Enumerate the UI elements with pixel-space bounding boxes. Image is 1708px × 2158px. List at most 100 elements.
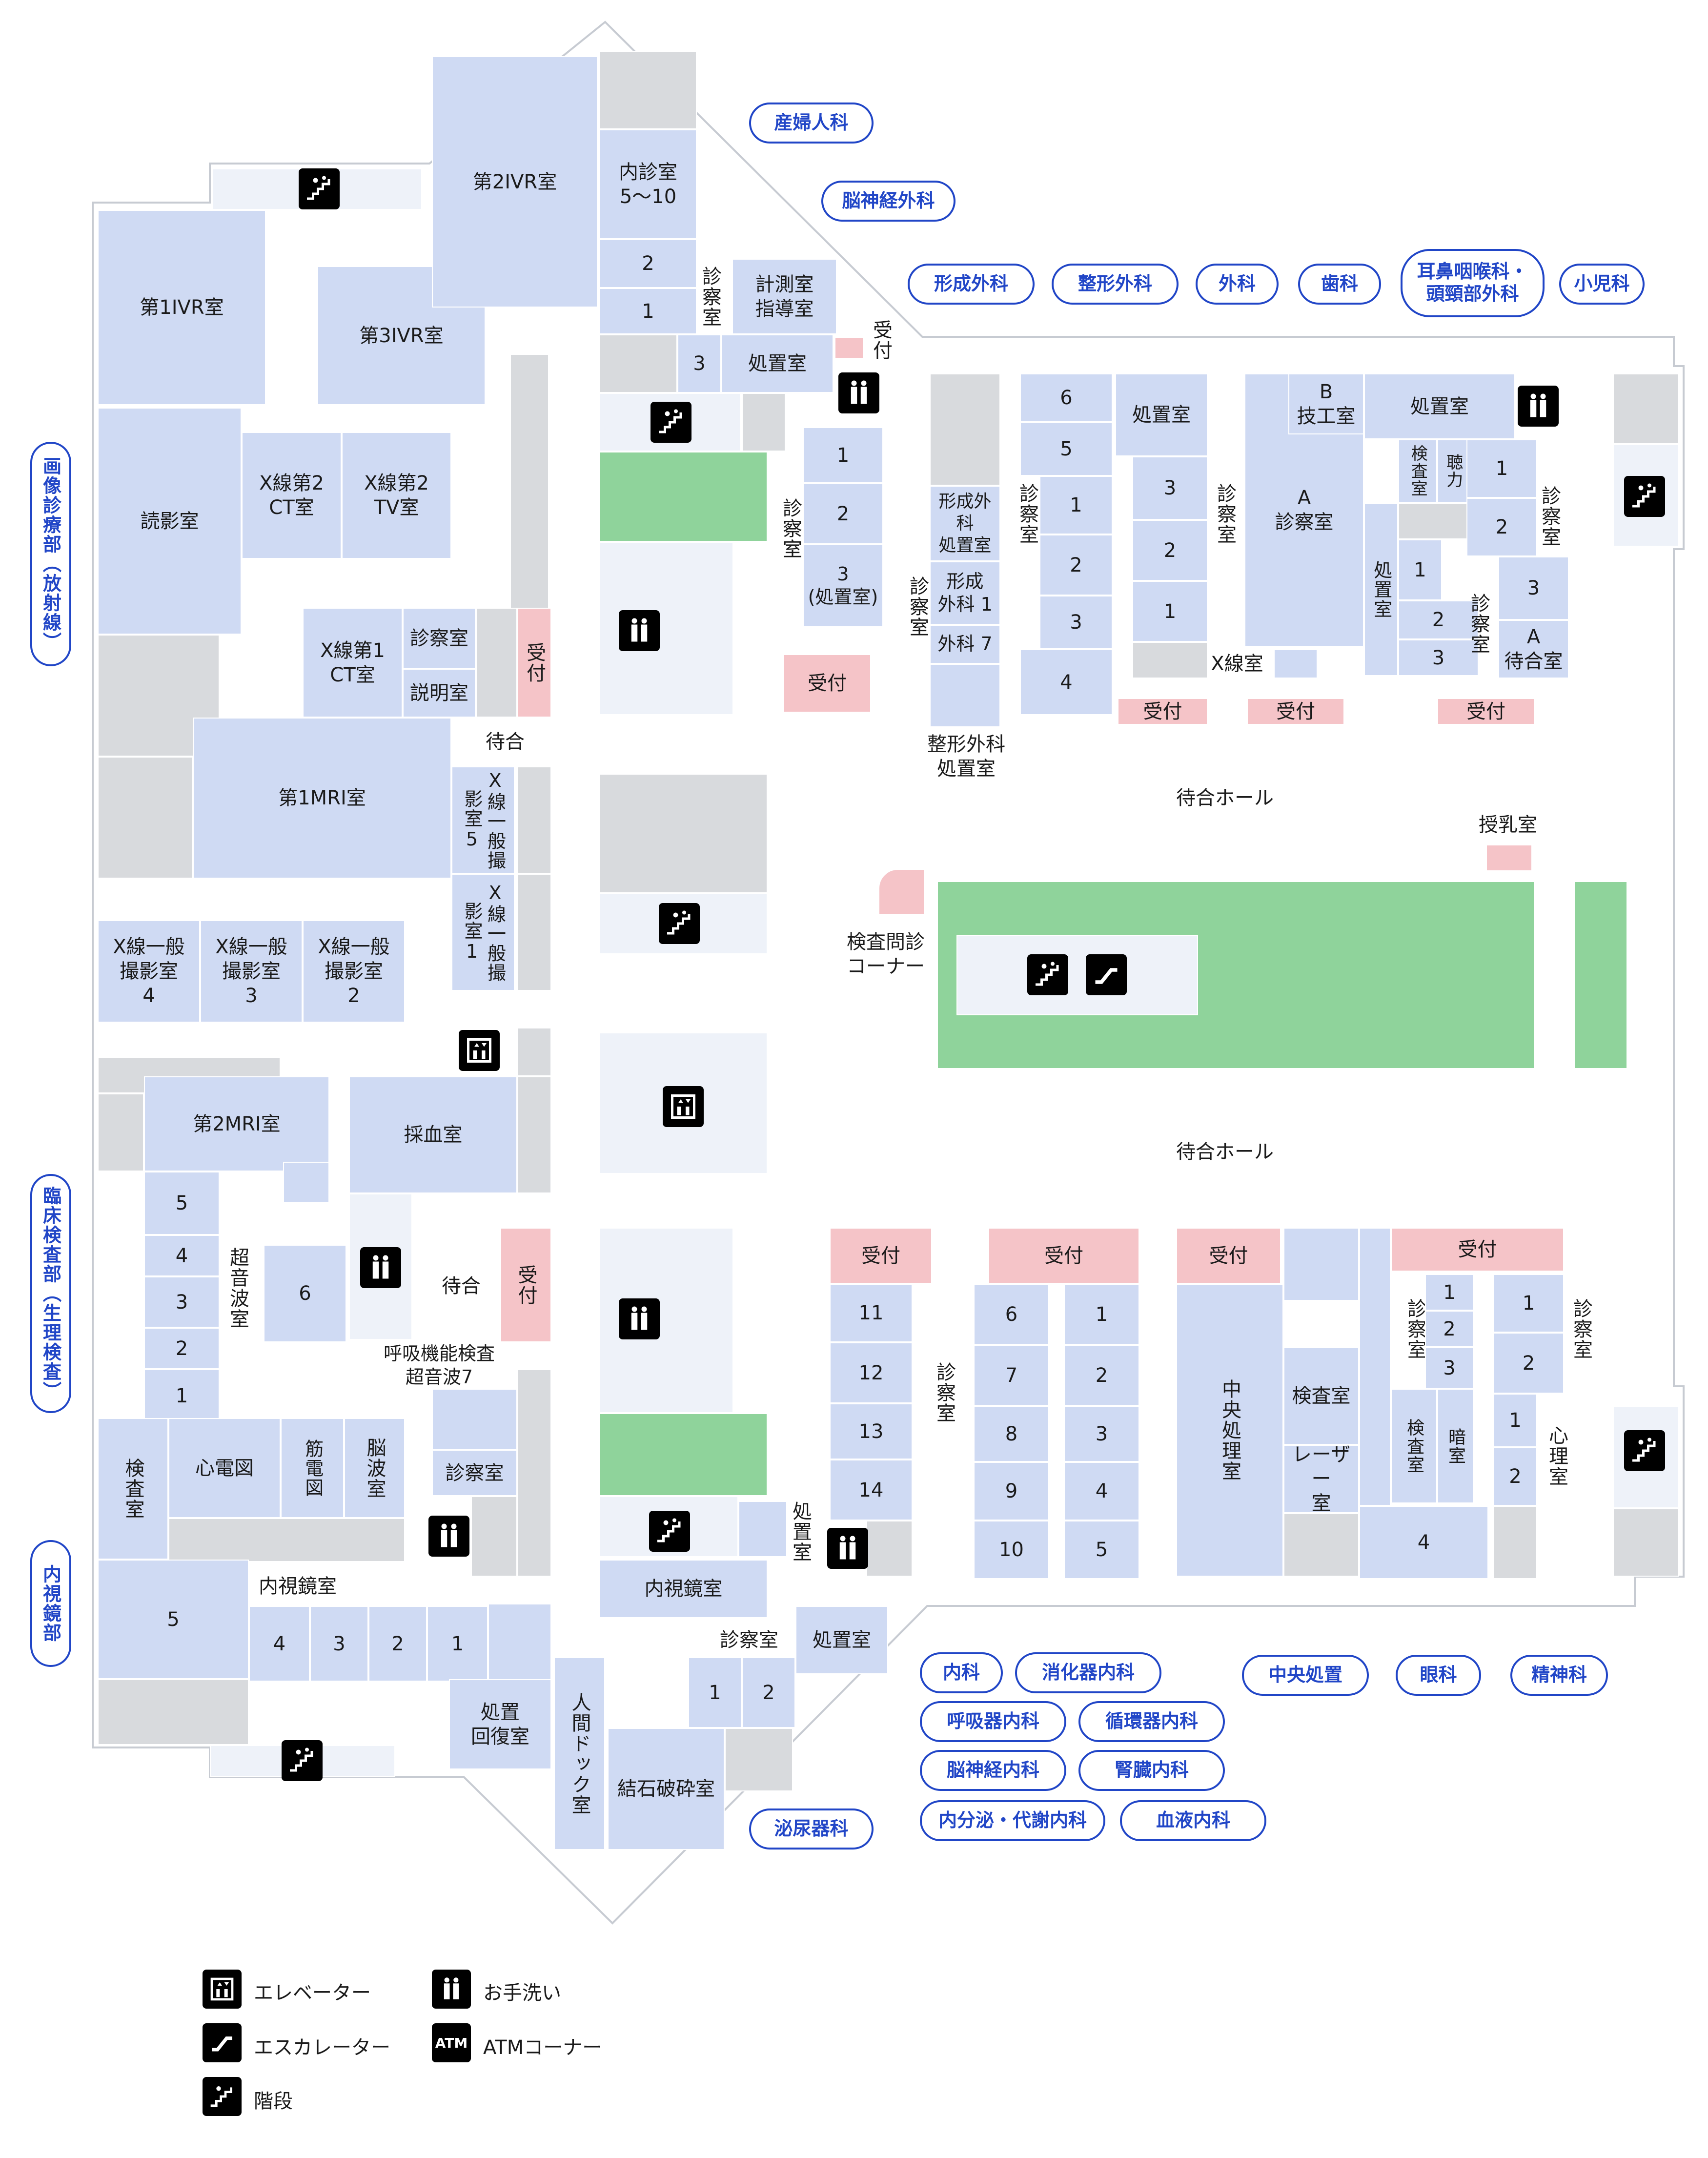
room-mri2[interactable]: 第2MRI室: [144, 1076, 329, 1171]
dept-radiology[interactable]: 画像診療部（放射線）: [30, 442, 71, 666]
room-j9[interactable]: 9: [974, 1462, 1049, 1521]
room-us6[interactable]: 6: [264, 1245, 346, 1342]
room-s2[interactable]: 2: [1039, 534, 1113, 596]
room-kensa-ent[interactable]: 検査室: [1398, 439, 1437, 503]
room-ur2[interactable]: 2: [803, 483, 883, 544]
room-endo1[interactable]: 1: [427, 1606, 488, 1682]
room-j6[interactable]: 6: [974, 1284, 1049, 1345]
room-xct2[interactable]: X線第2 CT室: [242, 432, 342, 559]
room-k4[interactable]: 4: [1064, 1462, 1139, 1521]
room-i11[interactable]: 11: [830, 1284, 913, 1342]
reception-radiology[interactable]: 受付: [517, 608, 551, 718]
dept-orthopedics[interactable]: 整形外科: [1052, 264, 1179, 305]
dept-obgyn[interactable]: 産婦人科: [749, 103, 874, 144]
room-e3[interactable]: 3: [1398, 639, 1479, 676]
room-keisoku[interactable]: 計測室 指導室: [732, 259, 837, 334]
stairs-icon[interactable]: [659, 903, 700, 944]
room-s1[interactable]: 1: [1039, 476, 1113, 534]
room-shochi-small[interactable]: [738, 1501, 787, 1557]
elevator-icon[interactable]: [459, 1030, 500, 1071]
reception-internal-b[interactable]: 受付: [988, 1228, 1139, 1284]
dept-internal[interactable]: 内科: [920, 1652, 1003, 1693]
room-j7[interactable]: 7: [974, 1345, 1049, 1406]
room-g3[interactable]: 3: [1132, 456, 1208, 520]
dept-neurology[interactable]: 脳神経内科: [920, 1750, 1066, 1791]
room-geka7[interactable]: 外科 7: [930, 625, 1000, 664]
room-anshitsu[interactable]: 暗室: [1437, 1389, 1474, 1503]
room-xsen[interactable]: [1274, 649, 1318, 678]
room-s3[interactable]: 3: [1039, 596, 1113, 649]
toilet-icon[interactable]: [619, 1298, 660, 1339]
room-endo3[interactable]: 3: [310, 1606, 368, 1682]
elevator-icon[interactable]: [663, 1086, 704, 1127]
room-keisei-shochi[interactable]: 形成外科 処置室: [930, 486, 1000, 561]
room-naishikyo-c[interactable]: 内視鏡室: [599, 1560, 768, 1618]
kiosk-monshin[interactable]: [878, 869, 925, 915]
dept-endoscopy[interactable]: 内視鏡部: [30, 1540, 71, 1667]
stairs-icon[interactable]: [1624, 1430, 1665, 1471]
room-i12[interactable]: 12: [830, 1342, 913, 1403]
room-se1[interactable]: 1: [688, 1657, 742, 1728]
toilet-icon[interactable]: [619, 610, 660, 651]
toilet-icon[interactable]: [1518, 386, 1559, 427]
nursing-room[interactable]: [1486, 844, 1532, 871]
room-kensa-eye[interactable]: 検査室: [1391, 1389, 1437, 1503]
reception-eye[interactable]: 受付: [1391, 1228, 1564, 1272]
dept-psychiatry[interactable]: 精神科: [1510, 1655, 1608, 1696]
dept-surgery[interactable]: 外科: [1196, 264, 1279, 305]
room-ur1[interactable]: 1: [803, 427, 883, 483]
room-shochi-se[interactable]: 処置室: [795, 1606, 888, 1674]
room-p1[interactable]: 1: [1466, 439, 1537, 498]
dept-ophthalmology[interactable]: 眼科: [1396, 1655, 1481, 1696]
room-endo5[interactable]: 5: [98, 1560, 249, 1679]
room-a-machiai[interactable]: A 待合室: [1498, 620, 1569, 678]
room-eye1[interactable]: 1: [1425, 1274, 1474, 1311]
reception-obgyn[interactable]: [834, 337, 864, 359]
room-i14[interactable]: 14: [830, 1459, 913, 1521]
room-us2[interactable]: 2: [144, 1328, 220, 1369]
room-shinsatsu-lab[interactable]: 診察室: [432, 1450, 517, 1496]
room-kindenzu[interactable]: 筋電図: [281, 1418, 344, 1518]
room-psy1[interactable]: 1: [1493, 1274, 1564, 1333]
room-k2[interactable]: 2: [1064, 1345, 1139, 1406]
room-xtv2[interactable]: X線第2 TV室: [342, 432, 451, 559]
dept-endocrinology[interactable]: 内分泌・代謝内科: [920, 1800, 1105, 1841]
room-chuo[interactable]: 中央処理室: [1176, 1284, 1283, 1577]
room-e1[interactable]: 1: [1398, 539, 1442, 600]
room-k3[interactable]: 3: [1064, 1406, 1139, 1462]
room-p3[interactable]: 3: [1498, 556, 1569, 620]
room-c3[interactable]: 3: [677, 334, 721, 393]
dept-neurosurgery[interactable]: 脳神経外科: [821, 181, 956, 222]
room-kesseki[interactable]: 結石破砕室: [608, 1728, 725, 1850]
room-k1[interactable]: 1: [1064, 1284, 1139, 1345]
room-seikei-shochi[interactable]: [930, 664, 1000, 727]
room-naishin[interactable]: 内診室 5〜10: [599, 129, 697, 239]
stairs-icon[interactable]: [649, 1511, 690, 1552]
room-kensa-c[interactable]: 検査室: [1283, 1347, 1359, 1445]
room-e2[interactable]: 2: [1398, 600, 1479, 639]
room-g2[interactable]: 2: [1132, 520, 1208, 581]
room-endo2[interactable]: 2: [368, 1606, 427, 1682]
room-shinsatsu[interactable]: 診察室: [403, 608, 476, 669]
room-shochi-c[interactable]: 処置室: [721, 334, 834, 393]
room-setsumei[interactable]: 説明室: [403, 669, 476, 718]
stairs-icon[interactable]: [1027, 954, 1068, 995]
stairs-icon[interactable]: [282, 1740, 323, 1781]
room-xct1[interactable]: X線第1 CT室: [303, 608, 403, 718]
room-ivr1[interactable]: 第1IVR室: [98, 210, 266, 405]
room-laser[interactable]: レーザー 室: [1283, 1443, 1359, 1515]
room-us1[interactable]: 1: [144, 1369, 220, 1423]
room-eye3[interactable]: 3: [1425, 1347, 1474, 1389]
toilet-icon[interactable]: [428, 1516, 469, 1557]
room-c1[interactable]: 1: [599, 288, 697, 334]
room-s4[interactable]: 4: [1020, 649, 1113, 715]
room-k5[interactable]: 5: [1064, 1521, 1139, 1579]
room-i13[interactable]: 13: [830, 1403, 913, 1459]
room-endo4[interactable]: 4: [249, 1606, 310, 1682]
room-b-giko[interactable]: B 技工室: [1288, 373, 1364, 434]
room-keisei1[interactable]: 形成 外科 1: [930, 561, 1000, 625]
room-shindenzu[interactable]: 心電図: [168, 1418, 281, 1518]
room-xgen5[interactable]: X線一般撮影室5: [451, 766, 515, 874]
dept-dental[interactable]: 歯科: [1298, 264, 1381, 305]
reception-ur[interactable]: 受付: [783, 654, 871, 713]
